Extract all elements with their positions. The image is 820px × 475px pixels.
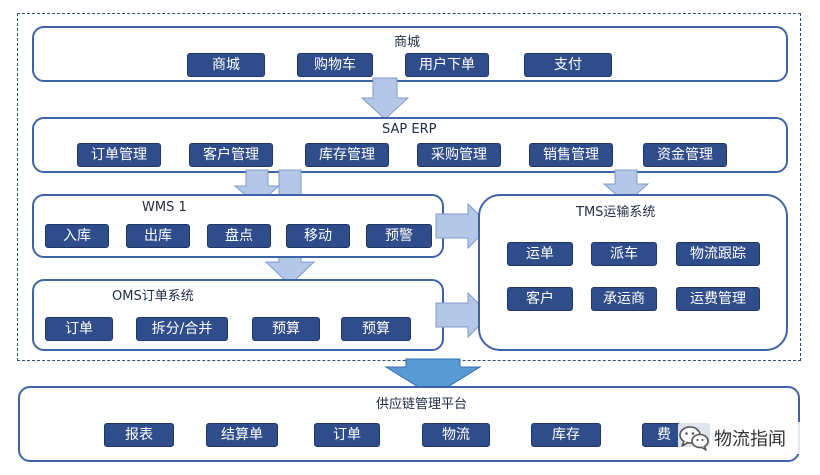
supply-item-logistics: 物流 xyxy=(422,423,490,447)
wms-item-outbound: 出库 xyxy=(126,224,190,248)
supply-item-inventory: 库存 xyxy=(531,423,601,447)
wms-item-alert: 预警 xyxy=(366,224,432,248)
oms-panel: OMS订单系统 订单 拆分/合并 预算 预算 xyxy=(32,279,444,351)
erp-item-inventory-mgmt: 库存管理 xyxy=(305,143,389,167)
oms-item-split-merge: 拆分/合并 xyxy=(136,317,228,341)
watermark-text: 物流指闻 xyxy=(714,429,786,450)
oms-item-budget-2: 预算 xyxy=(341,317,411,341)
wms-item-stocktake: 盘点 xyxy=(207,224,271,248)
erp-item-customer-mgmt: 客户管理 xyxy=(189,143,273,167)
tms-item-carrier: 承运商 xyxy=(591,287,657,311)
wms-item-move: 移动 xyxy=(286,224,350,248)
supply-panel: 供应链管理平台 报表 结算单 订单 物流 库存 费 xyxy=(18,386,800,462)
tms-item-waybill: 运单 xyxy=(507,242,573,266)
tms-item-freight-mgmt: 运费管理 xyxy=(676,287,760,311)
shop-title: 商城 xyxy=(394,35,421,50)
supply-title: 供应链管理平台 xyxy=(376,397,468,412)
oms-item-order: 订单 xyxy=(45,317,113,341)
erp-item-purchase-mgmt: 采购管理 xyxy=(417,143,501,167)
erp-title: SAP ERP xyxy=(382,122,437,137)
shop-panel: 商城 商城 购物车 用户下单 支付 xyxy=(32,26,788,82)
tms-title: TMS运输系统 xyxy=(576,205,656,220)
erp-item-finance-mgmt: 资金管理 xyxy=(643,143,727,167)
shop-item-mall: 商城 xyxy=(187,53,265,77)
supply-item-order: 订单 xyxy=(314,423,380,447)
wms-panel: WMS 1 入库 出库 盘点 移动 预警 xyxy=(32,194,444,258)
erp-item-sales-mgmt: 销售管理 xyxy=(529,143,613,167)
wms-item-inbound: 入库 xyxy=(45,224,109,248)
arrow-to-supply-chain xyxy=(384,358,482,397)
oms-item-budget-1: 预算 xyxy=(252,317,320,341)
shop-item-cart: 购物车 xyxy=(297,53,373,77)
watermark: 物流指闻 xyxy=(678,422,820,454)
wechat-icon xyxy=(679,426,709,451)
shop-item-pay: 支付 xyxy=(524,53,612,77)
erp-panel: SAP ERP 订单管理 客户管理 库存管理 采购管理 销售管理 资金管理 xyxy=(32,117,788,173)
tms-item-customer: 客户 xyxy=(507,287,573,311)
tms-panel: TMS运输系统 运单 派车 物流跟踪 客户 承运商 运费管理 xyxy=(478,194,788,351)
tms-item-tracking: 物流跟踪 xyxy=(676,242,760,266)
supply-item-report: 报表 xyxy=(104,423,174,447)
wms-title: WMS 1 xyxy=(142,200,187,215)
arrow-erp-to-tms xyxy=(602,169,650,204)
tms-item-dispatch: 派车 xyxy=(591,242,657,266)
shop-item-order: 用户下单 xyxy=(405,53,489,77)
arrow-shop-to-erp xyxy=(360,77,410,120)
supply-item-settlement: 结算单 xyxy=(206,423,278,447)
oms-title: OMS订单系统 xyxy=(112,289,194,304)
erp-item-order-mgmt: 订单管理 xyxy=(77,143,161,167)
